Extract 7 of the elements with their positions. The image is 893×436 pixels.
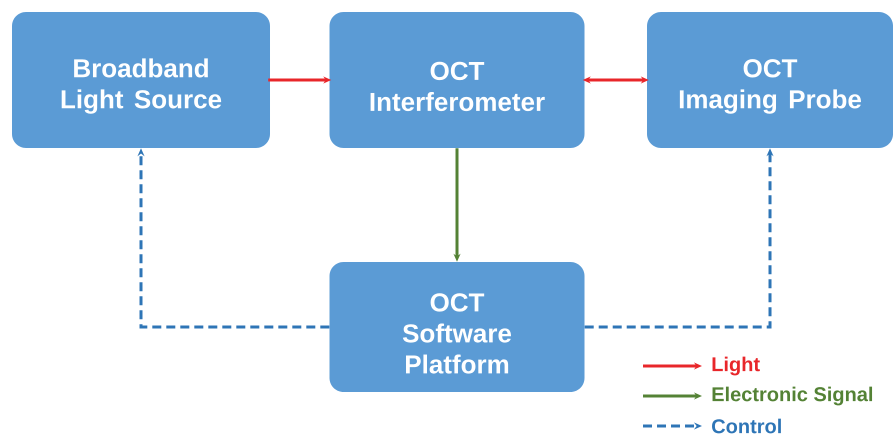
legend-label: Control xyxy=(712,418,781,434)
legend-label: Light xyxy=(712,356,760,376)
process-box: OCT Interferometer xyxy=(330,12,584,148)
process-box: OCT Software Platform xyxy=(330,262,584,392)
legend-label: Electronic Signal xyxy=(712,386,872,406)
process-box: OCT Imaging Probe xyxy=(647,12,893,148)
process-box: Broadband Light Source xyxy=(12,12,270,148)
